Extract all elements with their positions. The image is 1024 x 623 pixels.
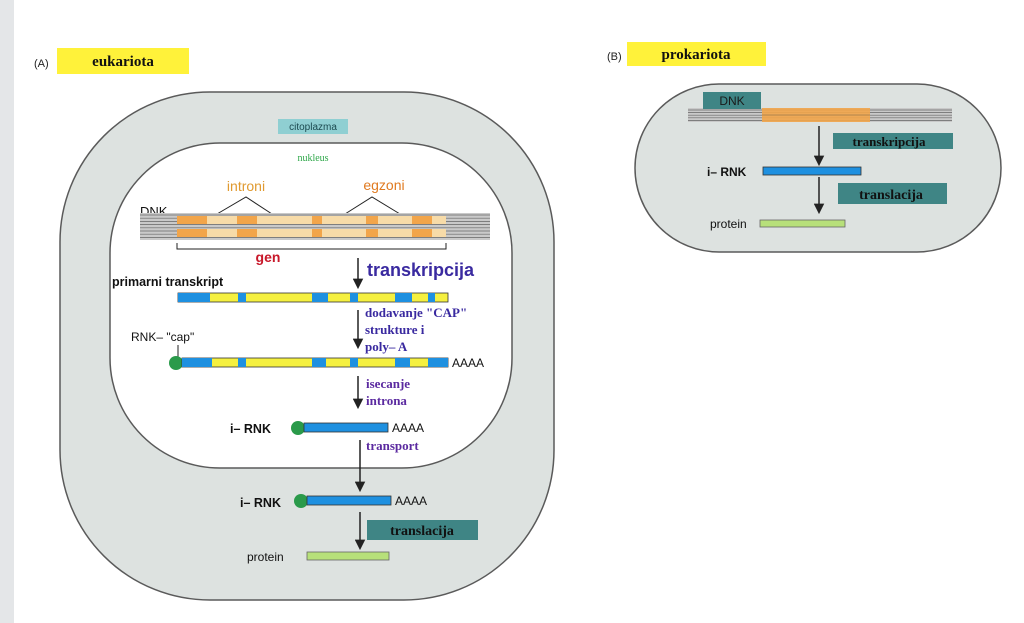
transcript-exon-band	[238, 293, 246, 302]
translacija-label-box-b	[838, 183, 947, 204]
transcript-exon-band	[182, 358, 212, 367]
aaaa-label-1: AAAA	[452, 356, 484, 370]
page-edge-shadow	[0, 0, 14, 623]
egzoni-pointer	[344, 196, 401, 215]
intron-segment	[432, 229, 446, 237]
isecanje-label-line2: introna	[366, 393, 407, 408]
transkripcija-label: transkripcija	[367, 260, 475, 280]
transkripcija-label-box-b	[833, 133, 953, 149]
intron-segment	[378, 216, 412, 224]
transcript-exon-band	[178, 293, 210, 302]
intron-segment	[378, 229, 412, 237]
intron-segment	[207, 216, 237, 224]
eukariota-highlight	[57, 48, 189, 74]
introni-label: introni	[227, 178, 265, 194]
introni-pointer	[216, 196, 273, 215]
dnk-label-box-b	[703, 92, 761, 109]
mrna-b	[762, 166, 862, 176]
prokariota-title: prokariota	[662, 47, 731, 63]
exon-segment	[177, 229, 207, 237]
transcript-exon-band	[312, 293, 328, 302]
transcript-exon-band	[350, 358, 358, 367]
intron-segment	[432, 216, 446, 224]
primary-transcript-exons	[178, 293, 435, 302]
cap-structure-3	[294, 494, 308, 508]
prokariota-highlight	[627, 42, 766, 66]
transport-label: transport	[366, 438, 419, 453]
exon-segment	[237, 216, 257, 224]
protein-label-b: protein	[710, 217, 747, 231]
protein-label: protein	[247, 550, 284, 564]
dodavanje-label-line3: poly– A	[365, 339, 408, 354]
eukariota-title: eukariota	[92, 54, 154, 70]
exon-segment	[312, 216, 322, 224]
mrna-nucleus	[303, 422, 389, 433]
intron-segment	[322, 216, 366, 224]
transcript-exon-band	[428, 358, 448, 367]
egzoni-label: egzoni	[363, 177, 404, 193]
transcript-exon-band	[312, 358, 326, 367]
intron-segment	[257, 216, 312, 224]
transcript-exon-band	[428, 293, 435, 302]
panel-prokariota: (B) prokariota DNK transkripcija i– RNK …	[607, 42, 1002, 253]
intron-segment	[257, 229, 312, 237]
aaaa-label-3: AAAA	[395, 494, 427, 508]
translacija-label-b: translacija	[859, 188, 923, 203]
gene-region	[177, 216, 446, 237]
isecanje-label-line1: isecanje	[366, 376, 410, 391]
panel-b-tag: (B)	[607, 51, 622, 63]
exon-segment	[366, 229, 378, 237]
gen-label: gen	[256, 249, 281, 265]
exon-segment	[366, 216, 378, 224]
exon-segment	[412, 229, 432, 237]
protein-product	[306, 551, 390, 561]
dnk-label-b: DNK	[719, 94, 744, 108]
dodavanje-label-line1: dodavanje "CAP"	[365, 305, 467, 320]
rnk-cap-label: RNK– "cap"	[131, 330, 194, 344]
translacija-label: translacija	[390, 524, 454, 539]
cap-structure-2	[291, 421, 305, 435]
intron-segment	[322, 229, 366, 237]
exon-segment	[177, 216, 207, 224]
transcript-exon-band	[238, 358, 246, 367]
cap-structure-1	[169, 356, 183, 370]
transcript-exon-band	[350, 293, 358, 302]
aaaa-label-2: AAAA	[392, 421, 424, 435]
nukleus-label: nukleus	[297, 153, 328, 164]
irnk-label-nucleus: i– RNK	[230, 422, 271, 436]
irnk-label-cytoplasm: i– RNK	[240, 496, 281, 510]
irnk-label-b: i– RNK	[707, 165, 747, 179]
protein-product-b	[759, 219, 846, 228]
citoplazma-label: citoplazma	[289, 122, 337, 133]
translacija-label-box	[367, 520, 478, 540]
exon-segment	[312, 229, 322, 237]
gen-bracket	[176, 243, 447, 250]
transcript-exon-band	[395, 293, 412, 302]
transkripcija-label-b: transkripcija	[853, 134, 926, 149]
primarni-transkript-label: primarni transkript	[112, 275, 224, 289]
capped-transcript-exons	[182, 358, 448, 367]
panel-eukariota: (A) eukariota citoplazma nukleus introni…	[34, 48, 555, 601]
panel-a-tag: (A)	[34, 58, 49, 70]
exon-segment	[237, 229, 257, 237]
citoplazma-label-box	[278, 119, 348, 134]
intron-segment	[207, 229, 237, 237]
transcript-exon-band	[395, 358, 410, 367]
exon-segment	[412, 216, 432, 224]
mrna-cytoplasm	[306, 495, 392, 506]
dodavanje-label-line2: strukture i	[365, 322, 425, 337]
